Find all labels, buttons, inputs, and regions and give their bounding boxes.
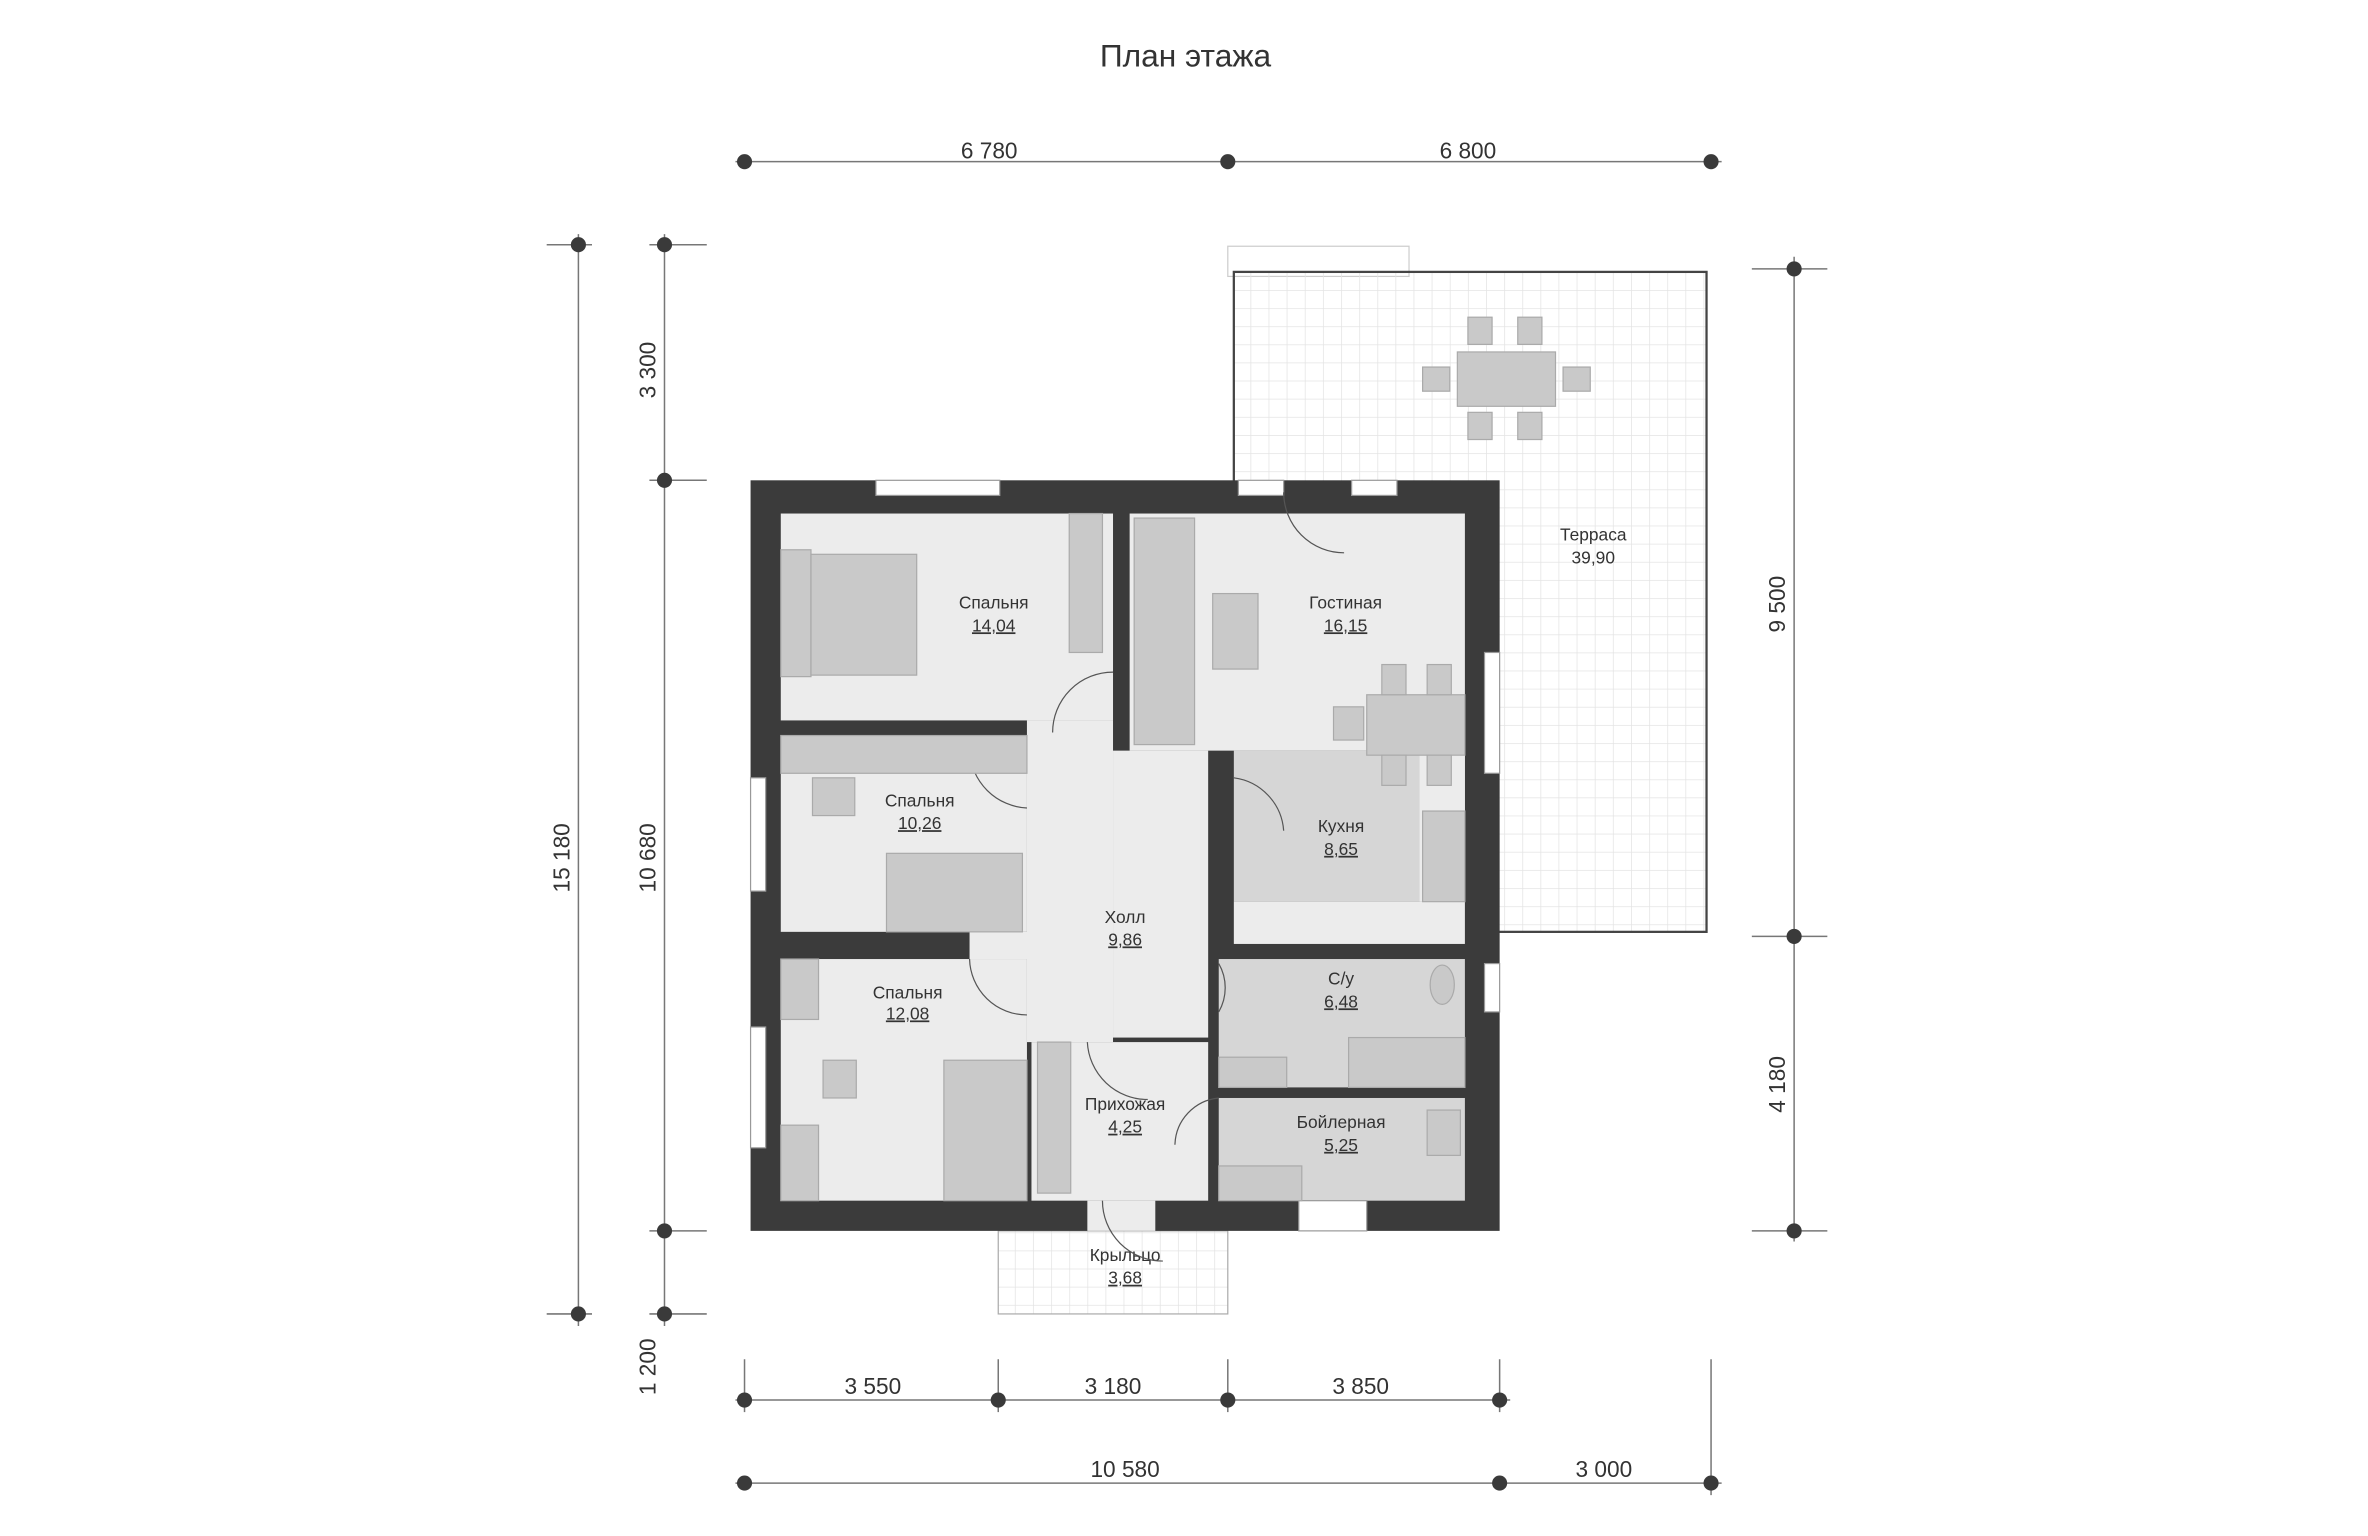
room-name-bathroom: С/у [1328,969,1354,989]
room-hall [1026,720,1114,1043]
furniture [780,512,1466,1202]
dim-right-1: 9 500 [1764,576,1790,633]
room-name-bedroom-1: Спальня [959,593,1029,613]
right-dimension-line: 9 500 4 180 [1751,256,1828,1242]
room-area-kitchen: 8,65 [1324,839,1358,859]
room-labels: Спальня 14,04 Гостиная 16,15 Спальня 10,… [873,593,1386,1155]
room-name-terrace: Терраса [1560,525,1627,545]
dim-left-total: 15 180 [548,823,574,892]
room-name-living: Гостиная [1309,593,1382,613]
room-name-bedroom-3: Спальня [873,982,943,1002]
dim-left-1: 3 300 [634,342,660,399]
room-area-terrace: 39,90 [1572,547,1615,567]
room-area-porch: 3,68 [1108,1268,1142,1288]
dim-bottom-2: 3 180 [1085,1373,1142,1399]
dim-top-1: 6 780 [961,138,1018,164]
porch: Крыльцо 3,68 [997,1230,1229,1315]
dim-left-2: 10 680 [634,823,660,892]
dim-top-2: 6 800 [1440,138,1497,164]
top-dimension-line: 6 780 6 800 [735,138,1722,170]
dim-left-3: 1 200 [634,1338,660,1395]
room-area-living: 16,15 [1324,615,1367,635]
room-name-hall: Холл [1105,907,1146,927]
left-dimension-lines: 15 180 3 300 10 680 1 200 [546,234,707,1395]
windows [749,479,1501,1232]
room-name-kitchen: Кухня [1318,816,1364,836]
room-area-bedroom-1: 14,04 [972,615,1016,635]
room-area-hall: 9,86 [1108,929,1142,949]
room-area-bedroom-3: 12,08 [886,1003,929,1023]
room-area-bathroom: 6,48 [1324,991,1358,1011]
room-name-entry: Прихожая [1085,1094,1165,1114]
dim-bottom-3: 3 850 [1332,1373,1389,1399]
room-area-bedroom-2: 10,26 [898,813,941,833]
dim-bottom-total-2: 3 000 [1576,1456,1633,1482]
dim-bottom-1: 3 550 [845,1373,902,1399]
doors [968,492,1345,1262]
room-name-bedroom-2: Спальня [885,791,955,811]
bottom-dimension-lines: 3 550 3 180 3 850 10 580 3 000 [735,1359,1722,1496]
room-area-entry: 4,25 [1108,1117,1142,1137]
room-name-boiler: Бойлерная [1297,1112,1386,1132]
plan-title: План этажа [1100,38,1272,74]
dim-right-2: 4 180 [1764,1056,1790,1113]
dim-bottom-total-1: 10 580 [1090,1456,1159,1482]
room-name-porch: Крыльцо [1090,1245,1161,1265]
room-area-boiler: 5,25 [1324,1135,1358,1155]
